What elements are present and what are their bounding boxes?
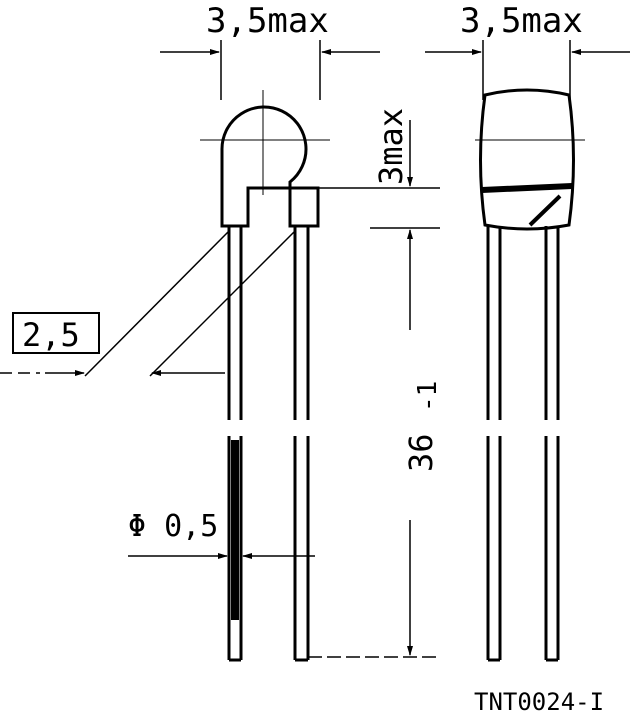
height-dimension bbox=[300, 120, 440, 658]
drawing-id: TNT0024-I bbox=[474, 688, 604, 716]
lead-spacing-label: 2,5 bbox=[22, 316, 80, 354]
side-width-label: 3,5max bbox=[460, 1, 583, 41]
side-view-body bbox=[475, 88, 585, 231]
lead-spacing-dimension bbox=[0, 229, 297, 377]
lead-diameter-label: Φ 0,5 bbox=[128, 509, 218, 544]
side-width-dimension bbox=[425, 40, 630, 100]
front-view-leads bbox=[227, 226, 310, 662]
front-width-dimension bbox=[160, 40, 380, 100]
front-width-label: 3,5max bbox=[206, 1, 329, 41]
height-label: 3max bbox=[372, 108, 410, 185]
front-view-body bbox=[200, 90, 330, 228]
lead-length-tolerance: -1 bbox=[413, 381, 443, 412]
side-view-leads bbox=[486, 226, 560, 662]
lead-length-label: 36 bbox=[402, 433, 440, 472]
